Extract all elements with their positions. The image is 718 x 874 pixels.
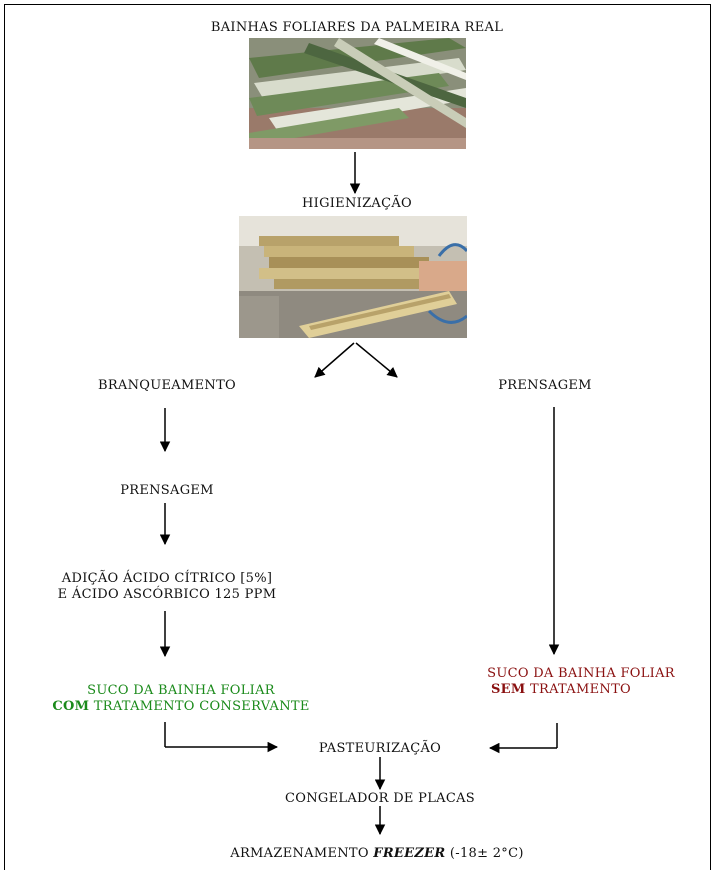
step-suco-sem-line1: SUCO DA BAINHA FOLIAR xyxy=(487,666,675,681)
step-bainhas-foliares: BAINHAS FOLIARES DA PALMEIRA REAL xyxy=(210,20,504,35)
step-branqueamento: BRANQUEAMENTO xyxy=(97,378,237,393)
step-suco-sem-line2: SEM TRATAMENTO xyxy=(491,682,631,698)
temperature-range: (-18± 2°C) xyxy=(449,846,524,861)
diagram-frame xyxy=(4,4,711,870)
sanitization-photo xyxy=(239,216,467,338)
step-prensagem-left: PRENSAGEM xyxy=(120,483,214,498)
step-armazenamento: ARMAZENAMENTO FREEZER (-18± 2°C) xyxy=(230,846,523,862)
suco-sem-rest: TRATAMENTO xyxy=(530,682,632,697)
step-adicao-line1: ADIÇÃO ÁCIDO CÍTRICO [5%] xyxy=(61,571,273,586)
step-higienizacao: HIGIENIZAÇÃO xyxy=(301,196,413,211)
step-suco-com-line2: COM TRATAMENTO CONSERVANTE xyxy=(52,699,309,715)
arrow-split-right xyxy=(355,342,398,378)
suco-com-keyword: COM xyxy=(52,699,90,714)
step-prensagem-right: PRENSAGEM xyxy=(498,378,592,393)
arrow-split-left xyxy=(314,342,355,378)
palm-sheaths-photo xyxy=(249,38,466,149)
step-congelador: CONGELADOR DE PLACAS xyxy=(285,791,475,806)
suco-com-rest: TRATAMENTO CONSERVANTE xyxy=(93,699,310,714)
armazenamento-label: ARMAZENAMENTO xyxy=(230,846,369,861)
suco-sem-keyword: SEM xyxy=(490,682,526,697)
step-suco-com-line1: SUCO DA BAINHA FOLIAR xyxy=(87,683,275,698)
step-pasteurizacao: PASTEURIZAÇÃO xyxy=(318,741,442,756)
step-adicao-line2: E ÁCIDO ASCÓRBICO 125 PPM xyxy=(57,587,277,602)
freezer-term: FREEZER xyxy=(373,846,446,861)
